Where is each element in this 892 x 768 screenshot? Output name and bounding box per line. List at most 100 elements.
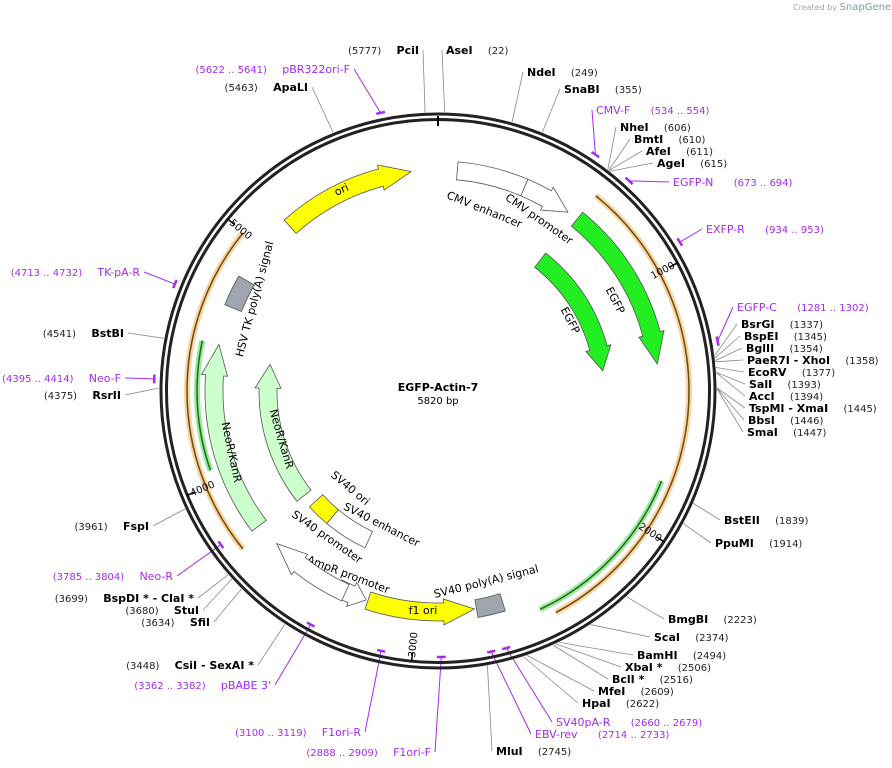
primer-mark bbox=[676, 237, 684, 247]
primer-connector bbox=[505, 647, 553, 723]
site-label[interactable]: NdeI (249) bbox=[527, 61, 598, 80]
primer-label[interactable]: EBV-rev (2714 .. 2733) bbox=[535, 723, 669, 742]
site-connector bbox=[257, 624, 286, 666]
site-label[interactable]: (5777) PciI bbox=[348, 39, 419, 58]
primer-label[interactable]: EXFP-R (934 .. 953) bbox=[706, 218, 824, 237]
primer-mark bbox=[172, 279, 178, 289]
site-label[interactable]: (3448) CsiI - SexAI * bbox=[126, 654, 254, 673]
site-name: MluI bbox=[496, 745, 523, 758]
site-label[interactable]: (5463) ApaLI bbox=[225, 76, 308, 95]
site-label[interactable]: HpaI (2622) bbox=[582, 692, 659, 711]
site-connector bbox=[716, 371, 746, 385]
site-position: (249) bbox=[571, 68, 598, 79]
site-name: BstEII bbox=[724, 514, 760, 527]
site-position: (1358) bbox=[845, 356, 878, 367]
primer-label[interactable]: EGFP-C (1281 .. 1302) bbox=[737, 296, 869, 315]
site-label[interactable]: BclI * (2516) bbox=[612, 668, 693, 687]
site-label[interactable]: XbaI * (2506) bbox=[625, 656, 711, 675]
site-label[interactable]: BsrGI (1337) bbox=[741, 313, 823, 332]
feature-cmv-promoter bbox=[520, 178, 569, 213]
primer-range: (2714 .. 2733) bbox=[598, 730, 670, 741]
site-connector bbox=[523, 656, 579, 704]
primer-range: (2888 .. 2909) bbox=[306, 748, 378, 759]
site-label[interactable]: ScaI (2374) bbox=[654, 626, 729, 645]
site-position: (5463) bbox=[225, 83, 258, 94]
site-label[interactable]: AgeI (615) bbox=[657, 152, 727, 171]
site-label[interactable]: SmaI (1447) bbox=[747, 421, 827, 440]
primer-name: EBV-rev bbox=[535, 728, 578, 741]
site-label[interactable]: AccI (1394) bbox=[749, 385, 823, 404]
site-label[interactable]: BspEI (1345) bbox=[744, 325, 827, 344]
primer-label[interactable]: (2888 .. 2909) F1ori-F bbox=[306, 741, 431, 760]
site-label[interactable]: AfeI (611) bbox=[646, 140, 713, 159]
site-label[interactable]: (3634) SfiI bbox=[141, 611, 210, 630]
site-connector bbox=[607, 126, 617, 170]
primer-connector bbox=[143, 271, 176, 285]
site-label[interactable]: TspMI - XmaI (1445) bbox=[749, 397, 877, 416]
site-label[interactable]: (4541) BstBI bbox=[43, 322, 124, 341]
tick-label: 3000 bbox=[407, 632, 420, 658]
site-name: SnaBI bbox=[564, 83, 600, 96]
site-label[interactable]: MfeI (2609) bbox=[598, 680, 674, 699]
primer-label[interactable]: CMV-F (534 .. 554) bbox=[596, 99, 709, 118]
site-position: (2516) bbox=[660, 675, 693, 686]
site-label[interactable]: BglII (1354) bbox=[746, 337, 823, 356]
primer-label[interactable]: (3100 .. 3119) F1ori-R bbox=[235, 721, 361, 740]
site-name: BglII bbox=[746, 342, 774, 355]
primer-range: (4395 .. 4414) bbox=[2, 374, 74, 385]
site-label[interactable]: PpuMI (1914) bbox=[715, 532, 802, 551]
site-name: AccI bbox=[749, 390, 775, 403]
site-position: (1393) bbox=[787, 380, 820, 391]
tick-mark bbox=[669, 262, 679, 268]
site-position: (2506) bbox=[678, 663, 711, 674]
site-label[interactable]: NheI (606) bbox=[620, 116, 691, 135]
site-name: FspI bbox=[123, 520, 149, 533]
feature-neor-kanr bbox=[200, 343, 267, 532]
site-name: SmaI bbox=[747, 426, 778, 439]
site-label[interactable]: EcoRV (1377) bbox=[748, 361, 835, 380]
primer-connector bbox=[629, 180, 670, 183]
site-label[interactable]: AseI (22) bbox=[446, 39, 509, 58]
site-connector bbox=[715, 347, 743, 362]
site-connector bbox=[487, 665, 493, 752]
site-label[interactable]: SnaBI (355) bbox=[564, 78, 642, 97]
site-position: (1377) bbox=[802, 368, 835, 379]
site-label[interactable]: (4375) RsrII bbox=[44, 384, 121, 403]
primer-label[interactable]: EGFP-N (673 .. 694) bbox=[673, 171, 793, 190]
feature-egfp bbox=[570, 211, 665, 366]
primer-mark bbox=[590, 151, 600, 159]
site-name: TspMI - XmaI bbox=[749, 402, 828, 415]
primer-name: EGFP-C bbox=[737, 301, 777, 314]
primer-label[interactable]: (4713 .. 4732) TK-pA-R bbox=[11, 261, 141, 280]
site-label[interactable]: MluI (2745) bbox=[496, 740, 571, 759]
primer-label[interactable]: (4395 .. 4414) Neo-F bbox=[2, 367, 121, 386]
site-label[interactable]: PaeR7I - XhoI (1358) bbox=[747, 349, 879, 368]
primer-label[interactable]: SV40pA-R (2660 .. 2679) bbox=[556, 711, 702, 730]
site-label[interactable]: (3961) FspI bbox=[74, 515, 149, 534]
primer-range: (3362 .. 3382) bbox=[134, 681, 206, 692]
site-label[interactable]: BbsI (1446) bbox=[748, 409, 824, 428]
site-position: (3448) bbox=[126, 661, 159, 672]
site-label[interactable]: (3699) BspDI * - ClaI * bbox=[55, 587, 195, 606]
primer-mark bbox=[376, 110, 386, 116]
site-connector bbox=[590, 624, 651, 638]
site-position: (1447) bbox=[793, 428, 826, 439]
site-label[interactable]: (3680) StuI bbox=[125, 599, 199, 618]
primer-label[interactable]: (3785 .. 3804) Neo-R bbox=[53, 565, 174, 584]
primer-connector bbox=[679, 228, 703, 243]
site-label[interactable]: SalI (1393) bbox=[749, 373, 821, 392]
primer-connector bbox=[176, 544, 222, 577]
primer-range: (673 .. 694) bbox=[734, 178, 793, 189]
credit-prefix: Created by bbox=[793, 3, 838, 12]
primer-label[interactable]: (3362 .. 3382) pBABE 3' bbox=[134, 674, 271, 693]
site-name: BstBI bbox=[91, 327, 124, 340]
primer-label[interactable]: (5622 .. 5641) pBR322ori-F bbox=[196, 58, 350, 77]
primer-range: (4713 .. 4732) bbox=[11, 268, 83, 279]
site-label[interactable]: BstEII (1839) bbox=[724, 509, 809, 528]
site-label[interactable]: BmtI (610) bbox=[634, 128, 705, 147]
site-connector bbox=[311, 86, 334, 133]
site-name: BspDI * - ClaI * bbox=[103, 592, 194, 605]
feature-label-ori: ori bbox=[332, 181, 350, 199]
site-label[interactable]: BmgBI (2223) bbox=[668, 608, 757, 627]
site-label[interactable]: BamHI (2494) bbox=[637, 644, 726, 663]
